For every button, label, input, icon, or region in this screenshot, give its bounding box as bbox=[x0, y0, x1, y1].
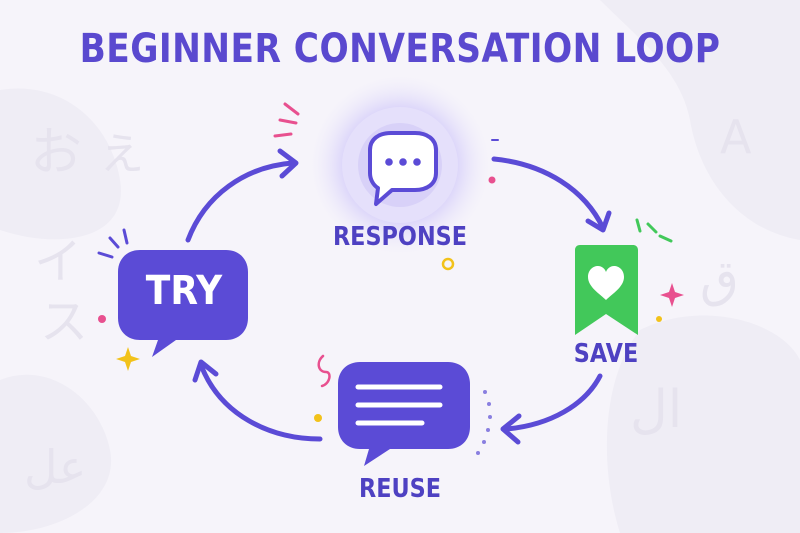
save-label: SAVE bbox=[573, 339, 639, 369]
message-lines-icon bbox=[338, 362, 470, 466]
sparkle-yellow bbox=[116, 347, 140, 371]
try-node bbox=[118, 250, 248, 357]
arrowhead-reuse bbox=[500, 413, 522, 445]
page-title: BEGINNER CONVERSATION LOOP bbox=[79, 26, 721, 72]
heart-bookmark-icon bbox=[575, 245, 638, 335]
arrow-response-to-save bbox=[491, 156, 606, 231]
sparkle-pink bbox=[660, 283, 684, 307]
loop-arrows bbox=[185, 148, 612, 445]
bg-glyph-2: え bbox=[100, 129, 144, 180]
save-node bbox=[575, 245, 638, 335]
response-label: RESPONSE bbox=[332, 222, 468, 252]
bg-glyph-4: ス bbox=[40, 294, 89, 350]
response-node bbox=[310, 75, 490, 255]
arrow-save-to-reuse bbox=[504, 373, 603, 432]
bg-glyph-7: ق bbox=[700, 250, 739, 308]
bg-glyph-5: ال bbox=[630, 380, 683, 440]
bg-glyph-6: عل bbox=[24, 440, 87, 494]
decorative-accents bbox=[97, 102, 684, 455]
bg-glyph-8: A bbox=[720, 110, 752, 164]
arrowhead-response bbox=[277, 148, 299, 179]
chat-dots-icon bbox=[368, 131, 438, 206]
arrow-try-to-response bbox=[185, 160, 295, 243]
arrowhead-try bbox=[192, 359, 219, 383]
arrowhead-save bbox=[585, 210, 612, 233]
bg-glyph-3: イ bbox=[34, 234, 83, 290]
speech-bubble-icon bbox=[118, 250, 248, 357]
reuse-node bbox=[338, 362, 470, 466]
try-label: TRY bbox=[145, 268, 223, 314]
bg-glyph-1: お bbox=[30, 123, 83, 183]
arrow-reuse-to-try bbox=[198, 362, 323, 442]
reuse-label: REUSE bbox=[358, 474, 442, 504]
